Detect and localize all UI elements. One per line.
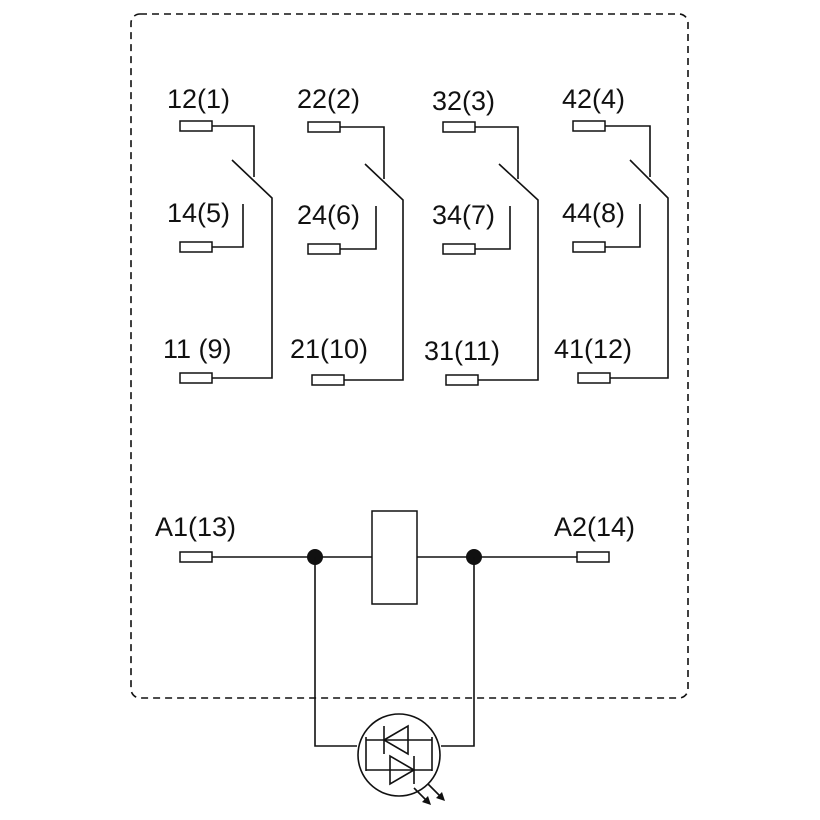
nc-wire-3: [475, 126, 519, 179]
terminal-label-12: 12(1): [167, 84, 230, 114]
terminal-42: [572, 120, 606, 132]
nc-wire-1: [212, 125, 255, 177]
nc-wire-4: [605, 125, 651, 177]
terminal-label-14: 14(5): [167, 198, 230, 228]
led-wire-left: [314, 557, 357, 747]
terminal-11: [179, 372, 213, 384]
terminal-label-34: 34(7): [432, 200, 495, 230]
no-wire-2: [340, 206, 377, 250]
terminal-label-22: 22(2): [297, 84, 360, 114]
led-wire-right: [441, 557, 475, 747]
contact-group-3: 32(3) 34(7) 31(11): [424, 86, 539, 386]
terminal-label-42: 42(4): [562, 84, 625, 114]
terminal-a1: [179, 551, 213, 563]
no-wire-4: [605, 204, 641, 248]
common-switch-arm-4: [610, 159, 669, 379]
led-indicator: [314, 557, 475, 805]
terminal-21: [311, 374, 345, 386]
terminal-12: [179, 120, 213, 132]
terminal-22: [307, 121, 341, 133]
no-wire-1: [212, 204, 244, 248]
terminal-14: [179, 241, 213, 253]
diode-upper-icon: [382, 724, 409, 756]
terminal-24: [307, 243, 341, 255]
terminal-label-11: 11 (9): [163, 334, 232, 364]
terminal-32: [442, 121, 476, 133]
terminal-label-21: 21(10): [290, 334, 368, 364]
contact-group-1: 12(1) 14(5) 11 (9): [163, 84, 273, 384]
terminal-label-32: 32(3): [432, 86, 495, 116]
nc-wire-2: [340, 126, 385, 179]
relay-coil: [371, 510, 418, 605]
led-circle: [357, 713, 441, 797]
terminal-34: [442, 243, 476, 255]
terminal-41: [577, 372, 611, 384]
terminal-a2: [576, 551, 610, 563]
common-switch-arm-2: [344, 163, 404, 381]
terminal-44: [572, 241, 606, 253]
light-emission-icon: [413, 783, 445, 805]
common-switch-arm-3: [478, 163, 539, 381]
no-wire-3: [475, 206, 511, 250]
contact-group-2: 22(2) 24(6) 21(10): [290, 84, 404, 386]
terminal-label-24: 24(6): [297, 200, 360, 230]
common-switch-arm-1: [212, 159, 273, 379]
relay-housing-outline: [130, 13, 689, 699]
terminal-label-a1: A1(13): [155, 512, 236, 542]
terminal-label-31: 31(11): [424, 336, 500, 366]
coil-circuit: A1(13) A2(14): [155, 510, 635, 605]
contact-group-4: 42(4) 44(8) 41(12): [554, 84, 669, 384]
diode-lower-icon: [389, 754, 416, 786]
terminal-31: [445, 374, 479, 386]
terminal-label-41: 41(12): [554, 334, 632, 364]
terminal-label-a2: A2(14): [554, 512, 635, 542]
terminal-label-44: 44(8): [562, 198, 625, 228]
